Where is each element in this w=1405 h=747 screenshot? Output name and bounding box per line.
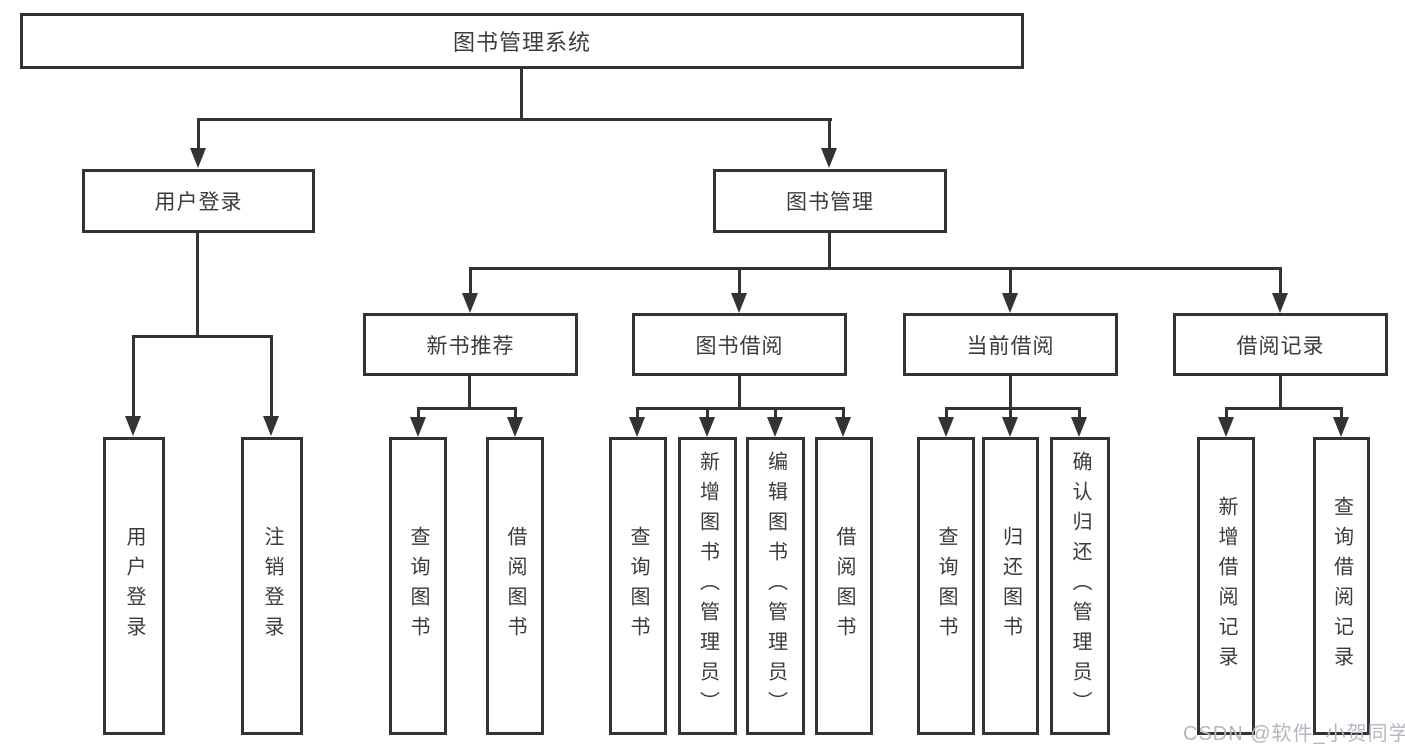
arrowhead-down-icon (629, 417, 645, 437)
connector-line (828, 118, 831, 150)
node-book-borrow-label: 图书借阅 (695, 334, 784, 358)
arrowhead-down-icon (1071, 417, 1087, 437)
leaf-logout-login: 注销登录 (241, 437, 303, 735)
leaf-add-book-admin: 新增图书（管理员） (678, 437, 737, 735)
connector-line (1279, 267, 1282, 296)
leaf-query-books-borrow: 查询图书 (609, 437, 667, 735)
connector-root-stem (520, 69, 523, 120)
leaf-borrow-books-2-label: 借阅图书 (833, 526, 855, 646)
leaf-query-books-recommend-label: 查询图书 (407, 526, 429, 646)
connector-bar (636, 407, 845, 410)
connector-line (1340, 407, 1343, 421)
leaf-user-login: 用户登录 (103, 437, 165, 735)
node-borrow-records-label: 借阅记录 (1236, 334, 1325, 358)
arrowhead-down-icon (835, 417, 851, 437)
leaf-confirm-return-admin: 确认归还（管理员） (1050, 437, 1110, 735)
leaf-confirm-return-admin-label: 确认归还（管理员） (1069, 451, 1091, 721)
leaf-query-books-borrow-label: 查询图书 (627, 526, 649, 646)
connector-line (738, 376, 741, 409)
arrowhead-down-icon (731, 293, 747, 313)
connector-line (738, 267, 741, 296)
arrowhead-down-icon (263, 416, 279, 436)
connector-bar (469, 267, 1282, 270)
connector-bar (417, 407, 517, 410)
leaf-edit-book-admin: 编辑图书（管理员） (746, 437, 805, 735)
node-book-management: 图书管理 (713, 169, 947, 233)
leaf-query-borrow-record: 查询借阅记录 (1313, 437, 1370, 735)
connector-line (1078, 407, 1081, 421)
connector-line (1009, 376, 1012, 409)
connector-line (842, 407, 845, 421)
leaf-add-book-admin-label: 新增图书（管理员） (696, 451, 719, 721)
leaf-logout-login-label: 注销登录 (261, 526, 283, 646)
arrowhead-down-icon (1218, 417, 1234, 437)
arrowhead-down-icon (410, 417, 426, 437)
connector-line (469, 267, 472, 296)
node-book-management-label: 图书管理 (786, 191, 874, 214)
leaf-return-book-label: 归还图书 (999, 526, 1022, 646)
connector-line (132, 335, 135, 418)
connector-line (774, 407, 777, 421)
node-book-borrow: 图书借阅 (632, 313, 847, 376)
arrowhead-down-icon (125, 416, 141, 436)
arrowhead-down-icon (767, 417, 783, 437)
leaf-query-books-current: 查询图书 (917, 437, 975, 735)
node-new-book-recommend: 新书推荐 (363, 313, 578, 376)
connector-line (945, 407, 948, 421)
arrowhead-down-icon (821, 148, 837, 168)
connector-line (706, 407, 709, 421)
arrowhead-down-icon (938, 417, 954, 437)
connector-bar (945, 407, 1081, 410)
node-borrow-records: 借阅记录 (1173, 313, 1388, 376)
connector-line (197, 118, 200, 150)
node-current-borrow-label: 当前借阅 (966, 334, 1055, 358)
leaf-query-books-recommend: 查询图书 (389, 437, 447, 735)
arrowhead-down-icon (462, 293, 478, 313)
leaf-borrow-books-recommend-label: 借阅图书 (504, 526, 526, 646)
connector-line (417, 407, 420, 421)
arrowhead-down-icon (699, 417, 715, 437)
connector-bar (1225, 407, 1343, 410)
leaf-user-login-label: 用户登录 (123, 526, 145, 646)
arrowhead-down-icon (1333, 417, 1349, 437)
leaf-add-borrow-record: 新增借阅记录 (1197, 437, 1255, 735)
arrowhead-down-icon (1272, 293, 1288, 313)
csdn-watermark: CSDN @软件_小贺同学 (1183, 723, 1405, 745)
arrowhead-down-icon (1002, 417, 1018, 437)
leaf-borrow-books-recommend: 借阅图书 (486, 437, 544, 735)
leaf-query-books-current-label: 查询图书 (935, 526, 957, 646)
node-root-label: 图书管理系统 (452, 30, 591, 55)
leaf-add-borrow-record-label: 新增借阅记录 (1215, 496, 1237, 676)
arrowhead-down-icon (190, 148, 206, 168)
connector-line (1279, 376, 1282, 409)
connector-line (636, 407, 639, 421)
leaf-borrow-books-2: 借阅图书 (815, 437, 873, 735)
connector-line (270, 335, 273, 418)
connector-line (1225, 407, 1228, 421)
leaf-query-borrow-record-label: 查询借阅记录 (1330, 496, 1353, 676)
node-current-borrow: 当前借阅 (903, 313, 1118, 376)
arrowhead-down-icon (507, 417, 523, 437)
connector-bar (132, 335, 273, 338)
node-user-login: 用户登录 (82, 169, 315, 233)
node-root: 图书管理系统 (20, 13, 1024, 69)
leaf-edit-book-admin-label: 编辑图书（管理员） (764, 451, 787, 721)
node-new-book-recommend-label: 新书推荐 (426, 334, 515, 358)
connector-line (514, 407, 517, 421)
connector-line (828, 233, 831, 270)
leaf-return-book: 归还图书 (982, 437, 1039, 735)
connector-line (468, 376, 471, 409)
connector-line (196, 233, 199, 337)
connector-line (1009, 267, 1012, 296)
connector-line (1009, 407, 1012, 421)
arrowhead-down-icon (1002, 293, 1018, 313)
node-user-login-label: 用户登录 (154, 191, 243, 214)
connector-root-bar (197, 118, 832, 121)
